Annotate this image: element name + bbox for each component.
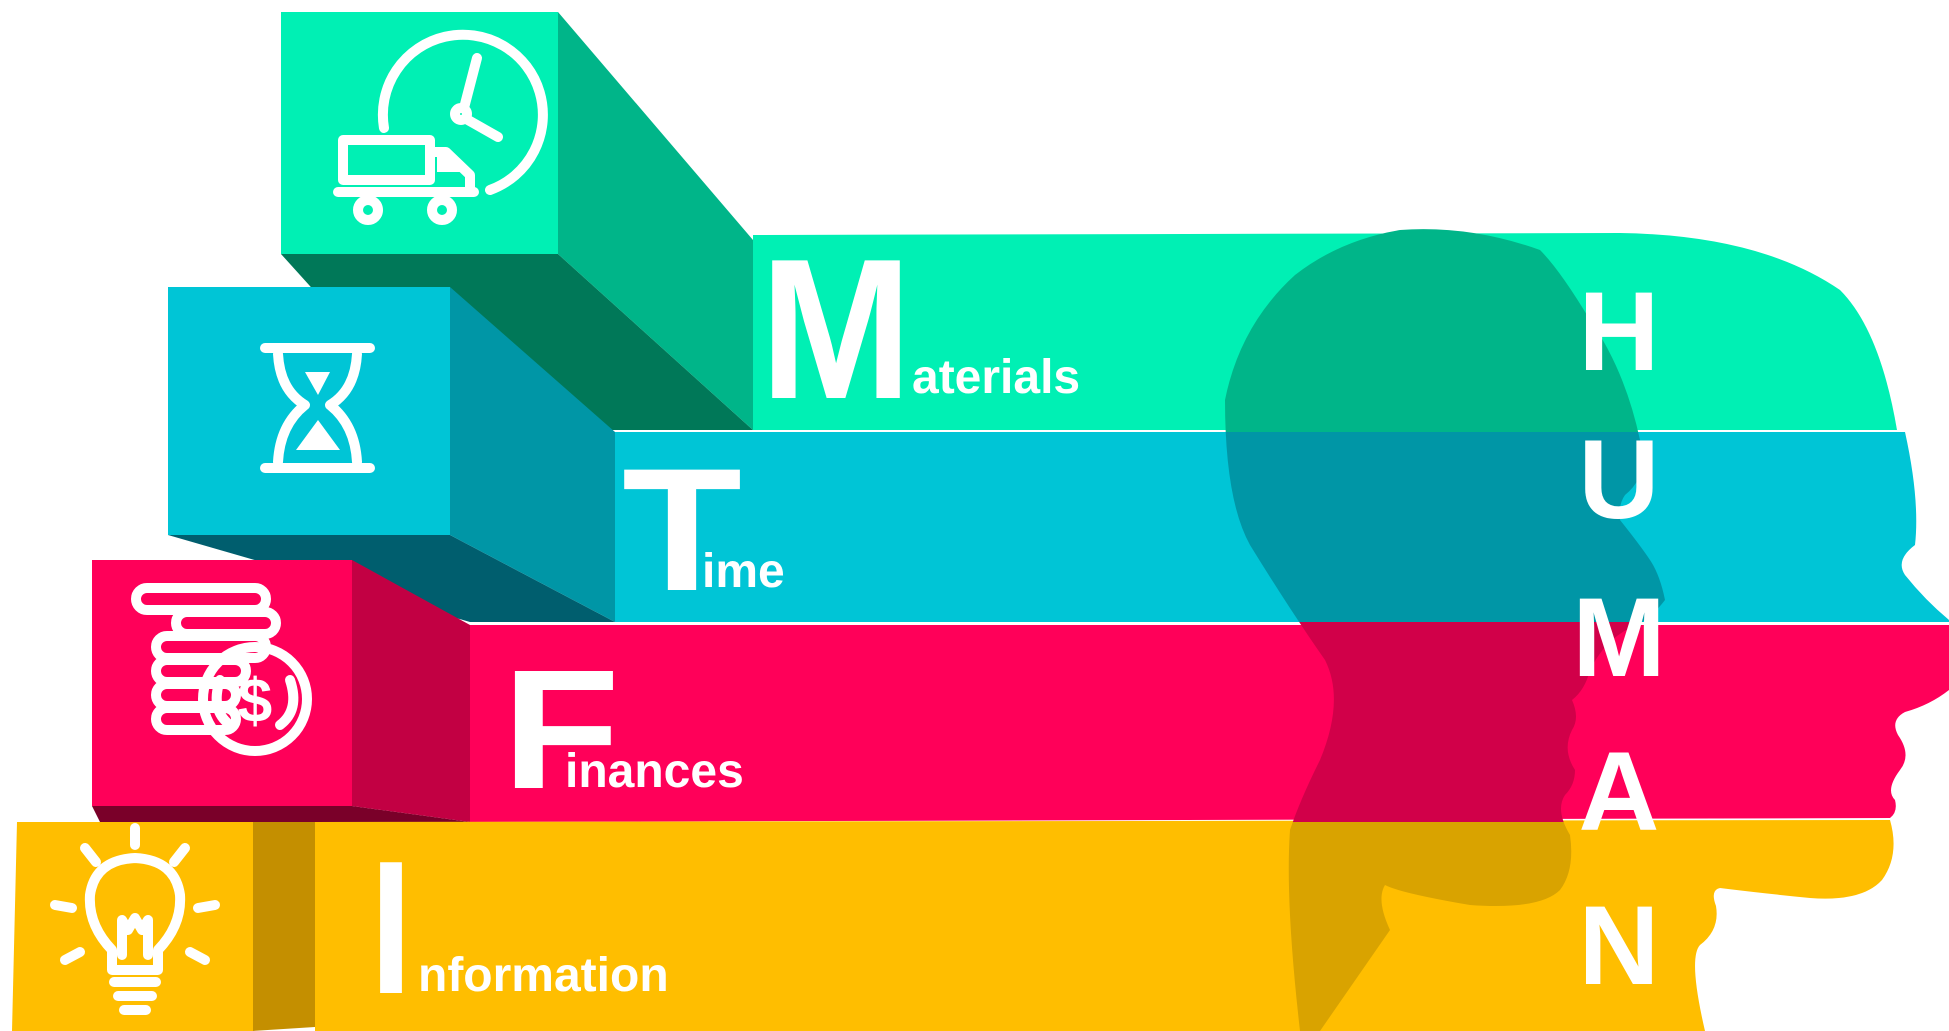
human-letter-a: A bbox=[1579, 729, 1660, 854]
time-word: ime bbox=[702, 545, 785, 598]
finances-cube-side bbox=[352, 560, 470, 822]
human-letters: H U M A N bbox=[1572, 269, 1665, 1008]
finances-initial: F bbox=[502, 635, 620, 825]
svg-text:$: $ bbox=[238, 667, 272, 736]
finances-word: inances bbox=[565, 745, 744, 798]
time-initial: T bbox=[622, 433, 742, 628]
information-cube-side bbox=[253, 822, 315, 1031]
materials-word: aterials bbox=[912, 351, 1080, 404]
human-letter-u: U bbox=[1579, 417, 1660, 542]
time-cube-front bbox=[168, 287, 450, 535]
time-cube-side bbox=[450, 287, 615, 622]
materials-cube-side bbox=[558, 12, 753, 430]
hourglass-icon bbox=[260, 343, 375, 473]
materials-initial: M bbox=[760, 218, 912, 441]
human-letter-n: N bbox=[1579, 883, 1660, 1008]
human-letter-h: H bbox=[1579, 269, 1660, 394]
delivery-truck-clock-icon bbox=[333, 29, 548, 225]
time-cube-bottom-shadow bbox=[168, 535, 615, 622]
light-bulb-icon bbox=[50, 823, 220, 1015]
information-word: nformation bbox=[418, 949, 669, 1002]
coin-stack-dollar-icon: $ bbox=[131, 583, 312, 756]
human-letter-m: M bbox=[1572, 575, 1665, 700]
finances-cube-bottom-shadow bbox=[92, 806, 470, 822]
information-initial: I bbox=[370, 822, 412, 1031]
